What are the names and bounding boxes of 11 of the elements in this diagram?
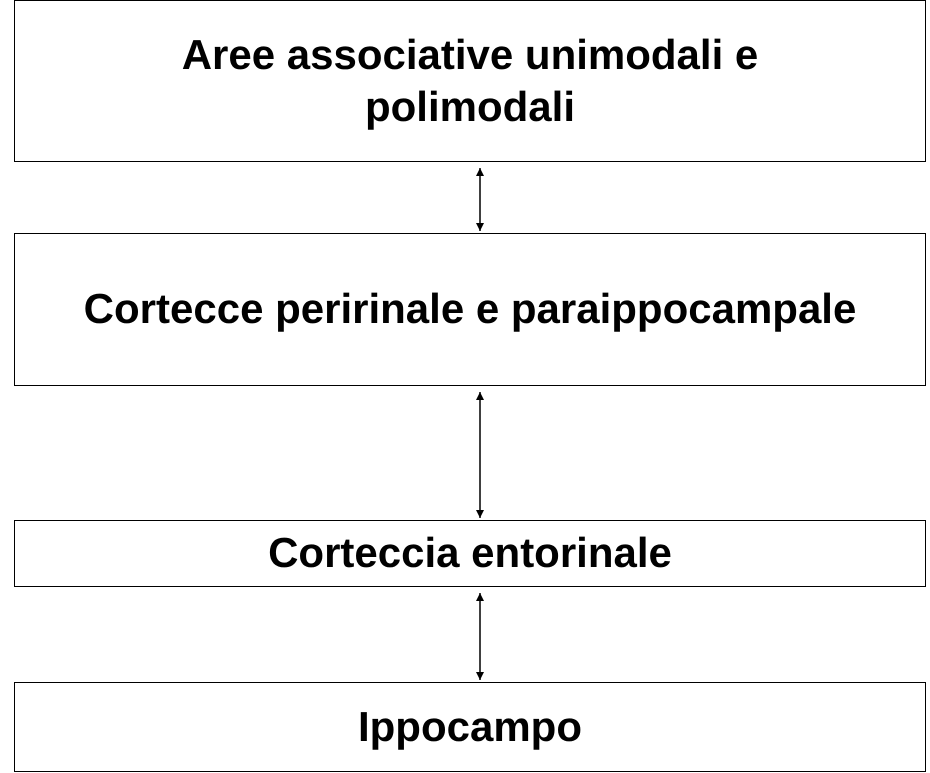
process-box — [14, 0, 926, 162]
box-label: Aree associative unimodali e polimodali — [180, 30, 760, 132]
box-label: Corteccia entorinale — [268, 528, 672, 578]
process-box — [14, 233, 926, 386]
double-arrow — [476, 168, 484, 231]
box-label: Ippocampo — [358, 702, 582, 752]
double-arrow — [476, 593, 484, 680]
process-box — [14, 520, 926, 587]
process-box — [14, 682, 926, 772]
double-arrow — [476, 392, 484, 518]
box-label: Cortecce peririnale e paraippocampale — [84, 284, 856, 334]
